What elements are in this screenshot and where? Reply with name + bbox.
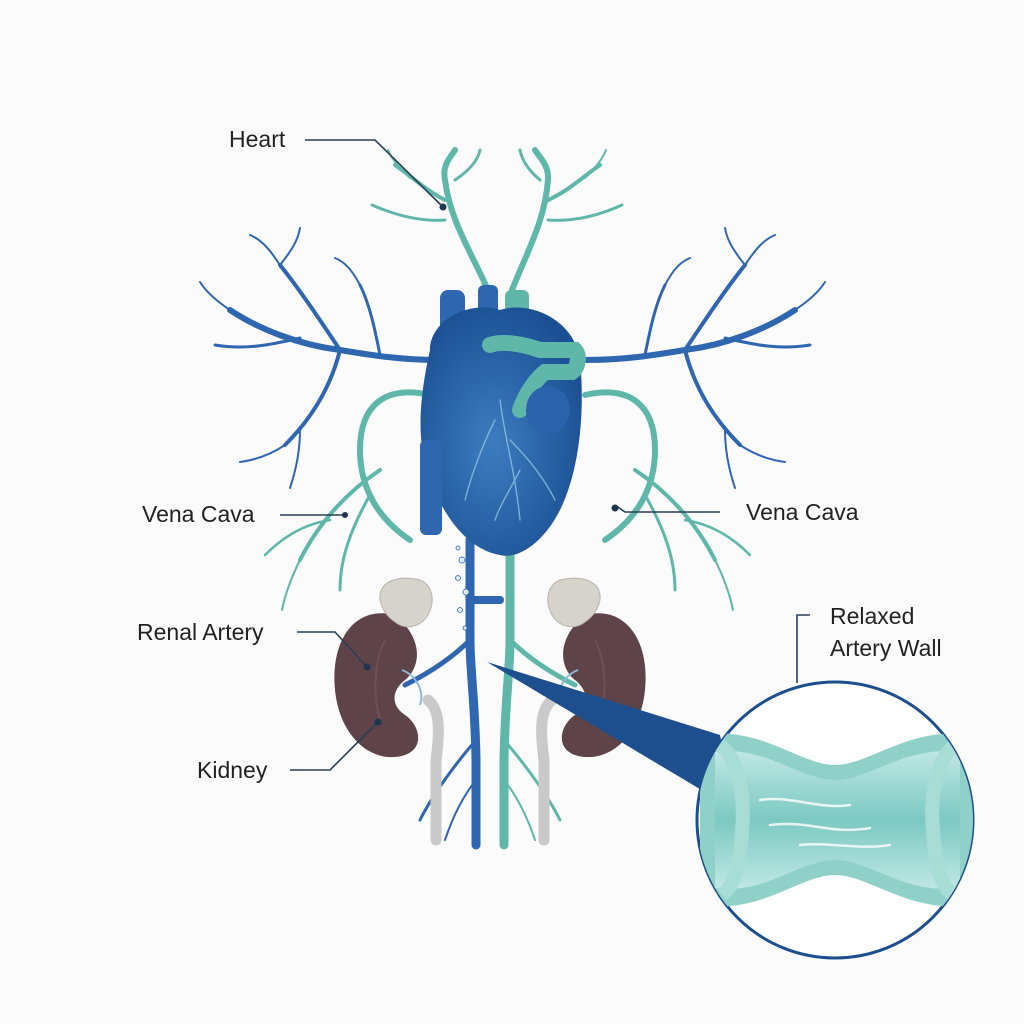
label-kidney: Kidney (197, 757, 268, 783)
left-kidney (334, 613, 423, 758)
label-renal-artery: Renal Artery (137, 619, 264, 645)
label-vena-cava-right: Vena Cava (746, 499, 859, 525)
central-vessels (402, 535, 578, 850)
label-relaxed-line2: Artery Wall (830, 635, 942, 661)
right-vein-tree (582, 227, 826, 489)
zoom-circle (695, 680, 975, 960)
heart (420, 285, 586, 556)
vessel-bubbles (455, 545, 470, 631)
left-vein-tree (199, 227, 443, 489)
label-relaxed-line1: Relaxed (830, 603, 914, 629)
label-heart: Heart (229, 126, 286, 152)
side-artery-branches (263, 389, 752, 611)
label-vena-cava-left: Vena Cava (142, 501, 255, 527)
callout-wedge (487, 662, 735, 810)
lower-grey-vessels (422, 694, 558, 846)
upper-artery-branches (370, 147, 624, 293)
adrenal-glands (379, 577, 601, 628)
leader-lines (280, 139, 810, 771)
